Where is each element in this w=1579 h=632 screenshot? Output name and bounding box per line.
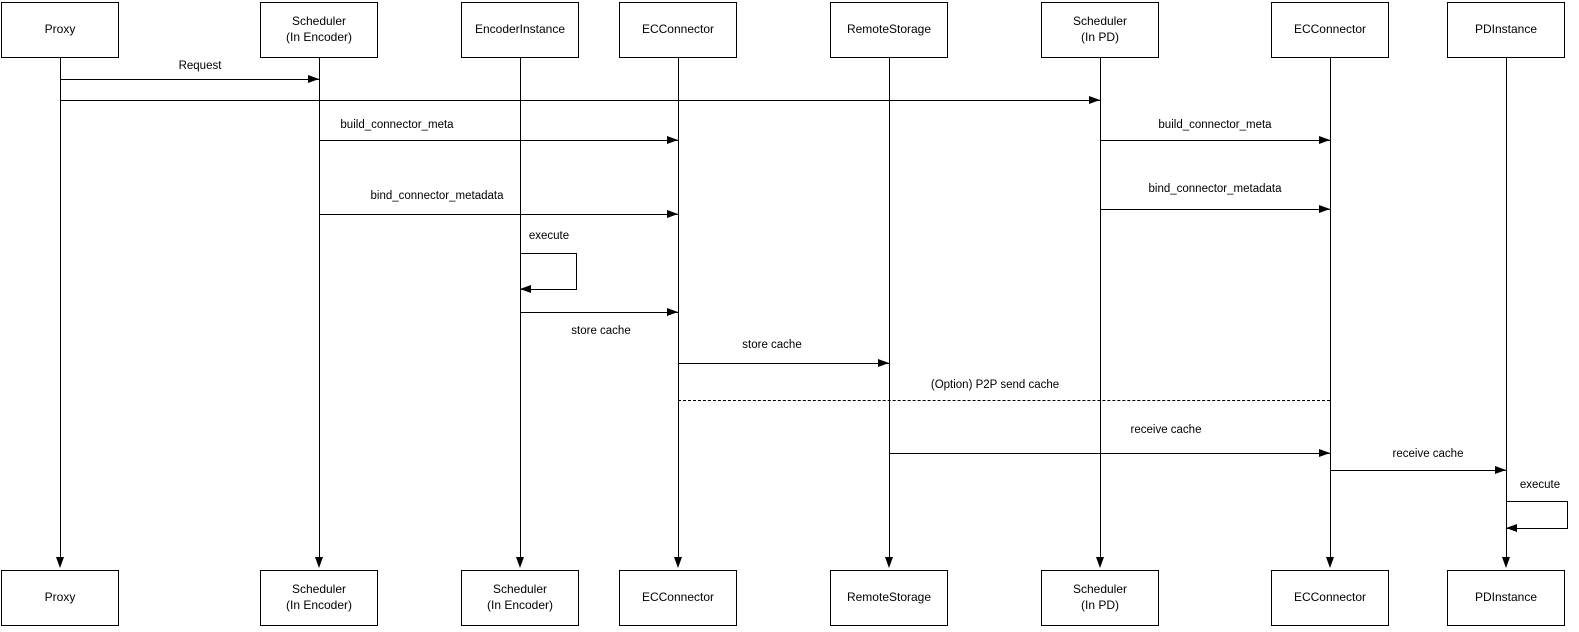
message-line-build-connector-meta-r [1100, 139, 1330, 141]
message-label-store-cache-2: store cache [742, 339, 802, 351]
message-line-p2p-send-cache [678, 399, 1330, 401]
message-label-store-cache-1: store cache [571, 325, 631, 337]
actor-top-box-ec-connector-encoder: ECConnector [619, 2, 737, 58]
message-line-bind-connector-metadata-l [319, 213, 678, 215]
lifeline-end-arrow-encoder-instance [515, 557, 524, 568]
self-call-label-execute-encoder: execute [528, 230, 570, 242]
message-label-p2p-send-cache: (Option) P2P send cache [930, 379, 1060, 391]
lifeline-end-arrow-scheduler-in-pd [1095, 557, 1104, 568]
lifeline-proxy [59, 58, 61, 558]
message-arrowhead-build-connector-meta-l [667, 135, 678, 144]
actor-bottom-box-scheduler-in-encoder: Scheduler (In Encoder) [260, 570, 378, 626]
lifeline-end-arrow-ec-connector-encoder [673, 557, 682, 568]
lifeline-end-arrow-pd-instance [1501, 557, 1510, 568]
lifeline-end-arrow-remote-storage [884, 557, 893, 568]
message-arrowhead-store-cache-2 [878, 358, 889, 367]
message-arrowhead-bind-connector-metadata-r [1319, 204, 1330, 213]
message-label-bind-connector-metadata-l: bind_connector_metadata [370, 190, 504, 202]
actor-bottom-box-ec-connector-encoder: ECConnector [619, 570, 737, 626]
message-arrowhead-proxy-to-pd [1089, 95, 1100, 104]
actor-top-box-ec-connector-pd: ECConnector [1271, 2, 1389, 58]
message-arrowhead-receive-cache-1 [1319, 448, 1330, 457]
message-label-build-connector-meta-r: build_connector_meta [1158, 119, 1272, 131]
actor-top-box-scheduler-in-encoder: Scheduler (In Encoder) [260, 2, 378, 58]
actor-bottom-box-ec-connector-pd: ECConnector [1271, 570, 1389, 626]
actor-bottom-box-encoder-instance: Scheduler (In Encoder) [461, 570, 579, 626]
actor-bottom-box-pd-instance: PDInstance [1447, 570, 1565, 626]
lifeline-end-arrow-proxy [55, 557, 64, 568]
lifeline-end-arrow-scheduler-in-encoder [314, 557, 323, 568]
lifeline-remote-storage [888, 58, 890, 558]
actor-top-box-encoder-instance: EncoderInstance [461, 2, 579, 58]
lifeline-scheduler-in-pd [1099, 58, 1101, 558]
message-arrowhead-build-connector-meta-r [1319, 135, 1330, 144]
lifeline-pd-instance [1505, 58, 1507, 558]
message-arrowhead-request [308, 74, 319, 83]
actor-bottom-box-proxy: Proxy [1, 570, 119, 626]
message-label-receive-cache-2: receive cache [1392, 448, 1464, 460]
actor-top-box-proxy: Proxy [1, 2, 119, 58]
message-line-receive-cache-1 [889, 452, 1330, 454]
message-line-store-cache-1 [520, 311, 678, 313]
actor-top-box-pd-instance: PDInstance [1447, 2, 1565, 58]
lifeline-scheduler-in-encoder [318, 58, 320, 558]
message-line-bind-connector-metadata-r [1100, 208, 1330, 210]
message-arrowhead-receive-cache-2 [1495, 465, 1506, 474]
message-label-build-connector-meta-l: build_connector_meta [340, 119, 454, 131]
actor-bottom-box-scheduler-in-pd: Scheduler (In PD) [1041, 570, 1159, 626]
message-line-store-cache-2 [678, 362, 889, 364]
lifeline-ec-connector-pd [1329, 58, 1331, 558]
message-line-receive-cache-2 [1330, 469, 1506, 471]
self-call-label-execute-pd: execute [1519, 479, 1561, 491]
lifeline-end-arrow-ec-connector-pd [1325, 557, 1334, 568]
lifeline-encoder-instance [519, 58, 521, 558]
actor-top-box-scheduler-in-pd: Scheduler (In PD) [1041, 2, 1159, 58]
message-label-request: Request [178, 60, 222, 72]
actor-top-box-remote-storage: RemoteStorage [830, 2, 948, 58]
message-label-bind-connector-metadata-r: bind_connector_metadata [1148, 183, 1282, 195]
message-line-request [60, 78, 319, 80]
message-line-build-connector-meta-l [319, 139, 678, 141]
message-label-receive-cache-1: receive cache [1130, 424, 1202, 436]
message-arrowhead-bind-connector-metadata-l [667, 209, 678, 218]
self-call-arrowhead-execute-encoder [520, 285, 531, 293]
lifeline-ec-connector-encoder [677, 58, 679, 558]
actor-bottom-box-remote-storage: RemoteStorage [830, 570, 948, 626]
self-call-loop-execute-encoder [520, 253, 577, 290]
message-line-proxy-to-pd [60, 99, 1100, 101]
self-call-arrowhead-execute-pd [1506, 524, 1517, 532]
message-arrowhead-store-cache-1 [667, 307, 678, 316]
self-call-loop-execute-pd [1506, 501, 1568, 529]
